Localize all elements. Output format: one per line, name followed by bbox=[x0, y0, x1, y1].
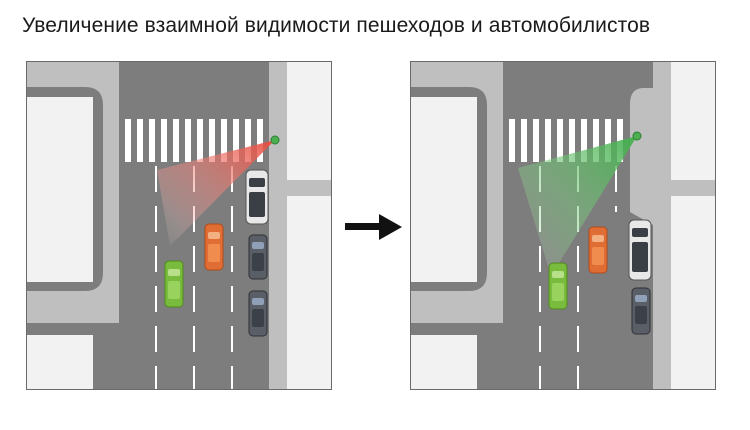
car-dark-icon bbox=[631, 287, 651, 335]
building-bottom-left bbox=[411, 335, 477, 389]
view-cone-green bbox=[518, 136, 637, 276]
building-top-left bbox=[27, 97, 93, 282]
building-bottom-right bbox=[287, 196, 331, 389]
car-dark-icon bbox=[248, 234, 268, 280]
arrow-right-icon bbox=[345, 214, 402, 240]
car-dark-icon bbox=[248, 290, 268, 337]
car-orange-icon bbox=[204, 223, 224, 271]
pedestrian-icon bbox=[632, 131, 642, 141]
building-top-left bbox=[411, 97, 477, 282]
building-bottom-right bbox=[671, 196, 715, 389]
pedestrian-icon bbox=[270, 135, 280, 145]
crosswalk bbox=[509, 119, 623, 162]
car-green-icon bbox=[164, 260, 184, 308]
car-white-icon bbox=[628, 219, 652, 281]
panel-before bbox=[26, 61, 332, 390]
left-sidewalk bbox=[27, 62, 119, 323]
left-sidewalk bbox=[411, 62, 503, 323]
intersection-before-illustration bbox=[27, 62, 331, 389]
building-top-right bbox=[671, 62, 715, 180]
view-cone-red bbox=[157, 140, 275, 246]
car-orange-icon bbox=[588, 226, 608, 274]
panel-after bbox=[410, 61, 716, 390]
car-green-icon bbox=[548, 262, 568, 310]
car-white-icon bbox=[245, 169, 269, 225]
building-top-right bbox=[287, 62, 331, 180]
crosswalk bbox=[125, 119, 263, 162]
intersection-after-illustration bbox=[411, 62, 715, 389]
building-bottom-left bbox=[27, 335, 93, 389]
page-title: Увеличение взаимной видимости пешеходов … bbox=[22, 14, 651, 37]
